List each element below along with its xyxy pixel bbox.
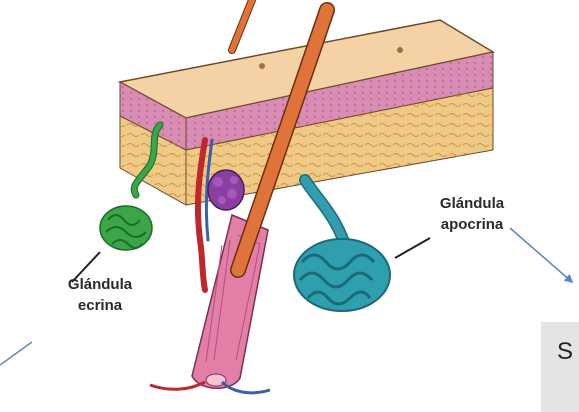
skin-pore [397,47,403,53]
skin-pore [259,63,265,69]
apocrine-leader-line [395,238,430,258]
sebaceous-gland [208,170,244,210]
hair-follicle [192,215,268,388]
pointer-arrow-right [510,228,572,282]
apocrine-gland [294,180,390,311]
apocrine-label-line2: apocrina [422,214,522,235]
small-hair [232,0,252,50]
apocrine-gland-label: Glándula apocrina [422,193,522,235]
slide-fragment-box [541,322,579,412]
eccrine-gland-label: Glándula ecrina [38,274,162,316]
slide-fragment-text: S [557,338,573,366]
eccrine-label-line1: Glándula [38,274,162,295]
apocrine-label-line1: Glándula [422,193,522,214]
artery [198,140,205,290]
artery-bulb [150,382,205,389]
pointer-arrow-left [0,342,32,365]
eccrine-label-line2: ecrina [38,295,162,316]
